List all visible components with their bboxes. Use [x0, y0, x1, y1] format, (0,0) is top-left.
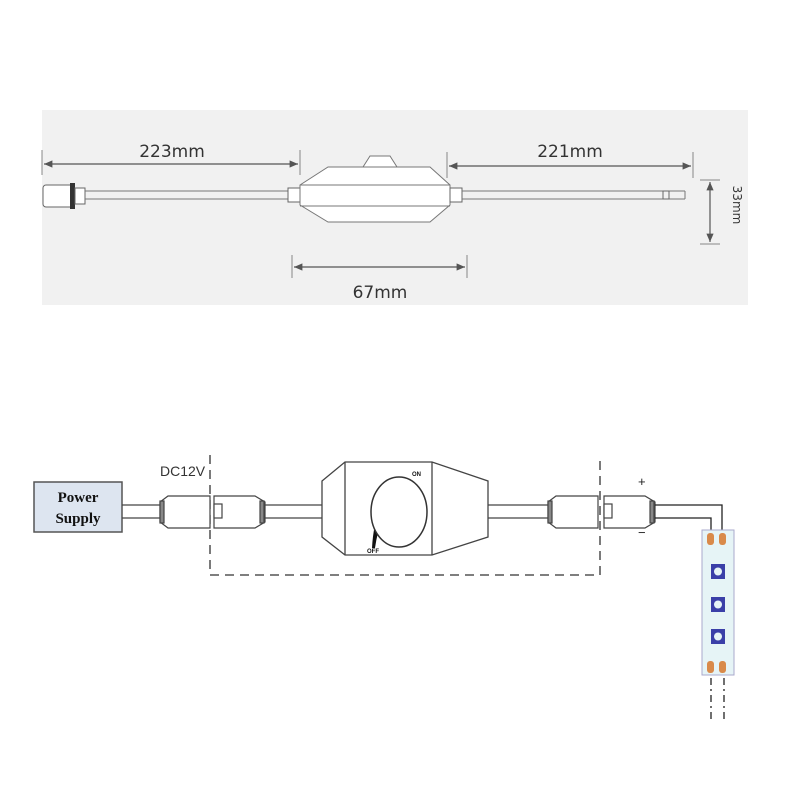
solder-pads — [707, 533, 726, 673]
cables — [122, 504, 548, 519]
dc-connector-male-left — [213, 495, 266, 529]
dim-label-right: 221mm — [537, 142, 603, 162]
dim-label-left: 223mm — [139, 142, 205, 162]
wiring-diagram: Power Supply DC12V ON — [33, 455, 735, 720]
knob-bump — [362, 155, 398, 168]
negative-wire — [655, 517, 712, 532]
cable-tip — [662, 190, 670, 200]
connector-ring — [259, 500, 265, 524]
plug-neck — [74, 187, 86, 205]
dimension-drawing: 223mm 221mm 67mm 33mm — [41, 110, 748, 305]
connector-ring — [159, 500, 165, 524]
power-supply-box — [33, 481, 123, 533]
power-supply-label-2: Supply — [55, 511, 101, 527]
plug-ring — [70, 183, 75, 209]
leds — [711, 564, 725, 644]
dim-label-height: 33mm — [730, 186, 744, 225]
connector-ring — [649, 500, 655, 524]
dc-connector-female-right — [547, 495, 599, 529]
connector-ring — [547, 500, 553, 524]
voltage-label: DC12V — [160, 463, 206, 479]
left-plug — [42, 184, 74, 208]
led-lens — [714, 632, 722, 641]
on-label: ON — [412, 472, 421, 478]
connector-pin — [213, 503, 223, 519]
led-lens — [714, 567, 722, 576]
power-supply-label-1: Power — [58, 490, 99, 506]
right-strain-relief — [449, 187, 463, 203]
led-lens — [714, 600, 722, 609]
dim-label-body: 67mm — [353, 283, 408, 303]
connector-pin — [603, 503, 613, 519]
off-label: OFF — [367, 549, 379, 555]
dc-connector-female-left — [159, 495, 211, 529]
plus-label: + — [638, 474, 646, 489]
positive-wire — [655, 504, 723, 532]
minus-label: − — [638, 525, 646, 540]
dc-connector-male-right — [603, 495, 656, 529]
dimmer-body — [299, 166, 451, 223]
left-strain-relief — [287, 187, 301, 203]
dimmer-knob[interactable] — [370, 476, 428, 548]
